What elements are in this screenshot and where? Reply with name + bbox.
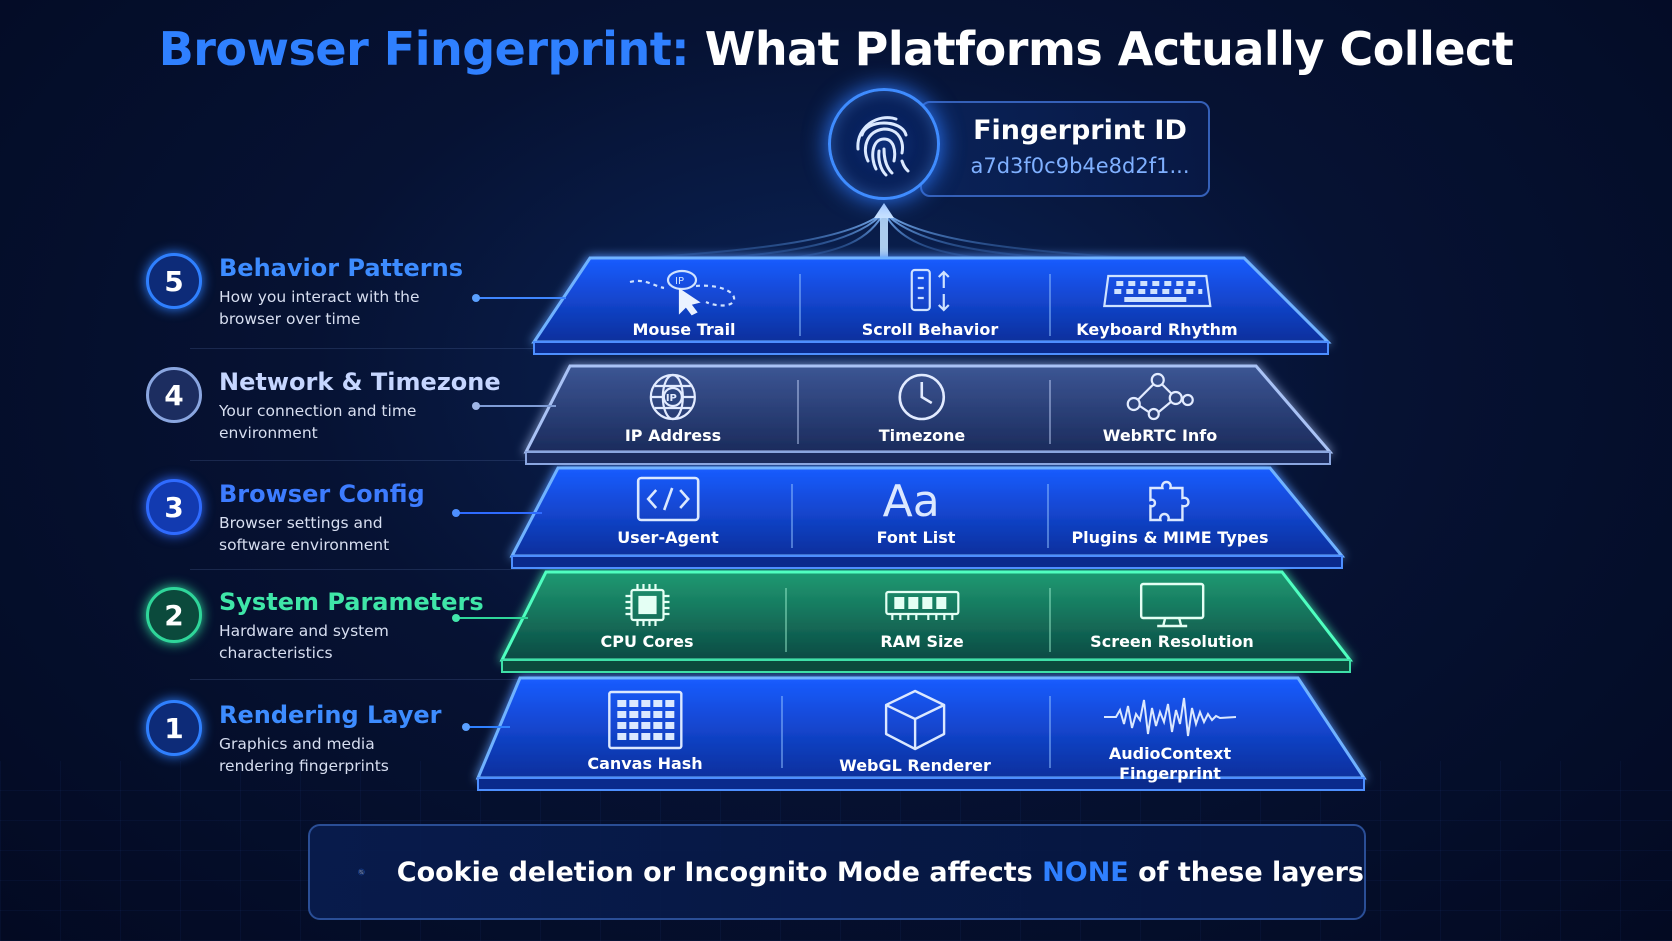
svg-text:IP: IP xyxy=(666,393,677,404)
item-label: User-Agent xyxy=(617,528,719,547)
network-nodes-icon xyxy=(1126,372,1195,421)
item-timezone: Timezone xyxy=(879,372,965,446)
banner-text-after: of these layers xyxy=(1128,856,1364,888)
ram-icon xyxy=(884,590,960,620)
font-icon: Aa xyxy=(883,476,940,524)
item-label: Scroll Behavior xyxy=(861,320,999,339)
layer-slab-2 xyxy=(499,570,1354,673)
item-label: Canvas Hash xyxy=(587,754,703,773)
layer-number-badge: 1 xyxy=(146,700,202,756)
fingerprint-id-title: Fingerprint ID xyxy=(973,115,1187,146)
no-cookie-icon xyxy=(358,868,365,876)
layer-title: System Parameters xyxy=(219,588,484,616)
cube-icon xyxy=(884,689,946,751)
scroll-icon xyxy=(910,268,950,312)
layer-title: Network & Timezone xyxy=(219,368,501,396)
banner-highlight: NONE xyxy=(1042,856,1129,888)
fingerprint-icon xyxy=(856,116,910,177)
monitor-icon xyxy=(1139,582,1205,628)
item-keyboard-rhythm: Keyboard Rhythm xyxy=(1076,266,1238,340)
item-ram-size: RAM Size xyxy=(880,582,964,652)
layer-description: Browser settings and software environmen… xyxy=(219,514,390,554)
fingerprint-hash: a7d3f0c9b4e8d2f1... xyxy=(970,154,1190,178)
item-mouse-trail: IP Mouse Trail xyxy=(624,266,744,340)
layer-description: Graphics and media rendering fingerprint… xyxy=(219,735,389,775)
item-webgl-renderer: WebGL Renderer xyxy=(839,688,991,776)
canvas-grid-icon xyxy=(607,690,683,750)
layer-label-4: 4 Network & Timezone Your connection and… xyxy=(140,364,501,464)
item-plugins-mime: Plugins & MIME Types xyxy=(1071,474,1269,548)
item-font-list: Aa Font List xyxy=(877,474,956,548)
layer-number-badge: 4 xyxy=(146,367,202,423)
label-connectors xyxy=(452,294,566,731)
item-canvas-hash: Canvas Hash xyxy=(587,690,703,774)
item-scroll-behavior: Scroll Behavior xyxy=(862,266,998,340)
code-icon xyxy=(636,476,700,522)
row-divider xyxy=(190,348,640,349)
svg-text:Aa: Aa xyxy=(883,476,940,524)
layer-title: Browser Config xyxy=(219,480,425,508)
item-label: WebGL Renderer xyxy=(839,756,991,775)
item-label: CPU Cores xyxy=(600,632,694,651)
layer-label-5: 5 Behavior Patterns How you interact wit… xyxy=(140,250,500,350)
layer-label-2: 2 System Parameters Hardware and system … xyxy=(140,584,500,684)
page-title: Browser Fingerprint: What Platforms Actu… xyxy=(0,22,1672,76)
item-label: Mouse Trail xyxy=(632,320,736,339)
puzzle-icon xyxy=(1148,480,1190,522)
item-label: WebRTC Info xyxy=(1102,426,1218,445)
waveform-icon xyxy=(1104,697,1237,737)
item-label: IP Address xyxy=(624,426,722,445)
layer-number-badge: 3 xyxy=(146,479,202,535)
layer-title: Behavior Patterns xyxy=(219,254,463,282)
row-divider xyxy=(190,460,640,461)
title-accent: Browser Fingerprint: xyxy=(158,22,690,76)
item-user-agent: User-Agent xyxy=(617,474,719,548)
item-label: Timezone xyxy=(878,426,966,445)
layer-number-badge: 2 xyxy=(146,587,202,643)
banner-text-before: Cookie deletion or Incognito Mode affect… xyxy=(396,856,1043,888)
layer-description: Your connection and time environment xyxy=(219,402,417,442)
row-divider xyxy=(190,679,640,680)
layer-description: How you interact with the browser over t… xyxy=(219,288,420,328)
row-divider xyxy=(190,569,640,570)
fingerprint-id-card: Fingerprint ID a7d3f0c9b4e8d2f1... xyxy=(920,101,1210,197)
item-label: RAM Size xyxy=(880,632,964,651)
item-webrtc-info: WebRTC Info xyxy=(1102,372,1218,446)
item-label: Plugins & MIME Types xyxy=(1071,528,1269,547)
keyboard-icon xyxy=(1102,274,1212,308)
mouse-trail-icon: IP xyxy=(629,269,736,316)
globe-ip-icon: IP xyxy=(649,373,697,421)
layer-slab-4 xyxy=(523,364,1334,465)
layer-slab-3 xyxy=(509,466,1346,569)
layer-title: Rendering Layer xyxy=(219,701,442,729)
item-cpu-cores: CPU Cores xyxy=(600,582,694,652)
layer-label-1: 1 Rendering Layer Graphics and media ren… xyxy=(140,697,500,797)
layer-label-3: 3 Browser Config Browser settings and so… xyxy=(140,476,500,576)
item-audiocontext: AudioContext Fingerprint xyxy=(1095,694,1245,784)
title-main: What Platforms Actually Collect xyxy=(689,22,1514,76)
item-label: Font List xyxy=(876,528,956,547)
item-label: Keyboard Rhythm xyxy=(1076,320,1238,339)
layer-number-badge: 5 xyxy=(146,253,202,309)
item-screen-resolution: Screen Resolution xyxy=(1090,582,1254,652)
svg-text:IP: IP xyxy=(675,276,684,287)
item-ip-address: IP IP Address xyxy=(625,372,721,446)
item-label: Screen Resolution xyxy=(1090,632,1254,651)
cpu-icon xyxy=(625,584,669,626)
banner-message: Cookie deletion or Incognito Mode affect… xyxy=(397,857,1364,888)
item-label: AudioContext Fingerprint xyxy=(1108,744,1232,783)
fingerprint-badge xyxy=(828,88,940,200)
warning-banner: Cookie deletion or Incognito Mode affect… xyxy=(308,824,1366,920)
layer-description: Hardware and system characteristics xyxy=(219,622,389,662)
clock-icon xyxy=(898,373,946,421)
